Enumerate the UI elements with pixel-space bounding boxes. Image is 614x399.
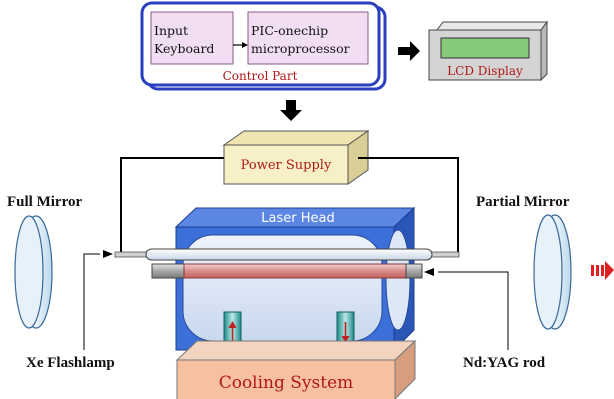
cooling-system: Cooling System (175, 339, 417, 399)
partial-mirror-label: Partial Mirror (476, 194, 570, 210)
lcd-display: LCD Display (428, 20, 548, 82)
input-keyboard-line2: Keyboard (154, 41, 214, 56)
pic-line2: microprocessor (251, 41, 350, 56)
ndyag-rod-label: Nd:YAG rod (463, 355, 546, 371)
wire-right (358, 157, 459, 254)
flashlamp-pointer (83, 253, 100, 350)
laser-head-label: Laser Head (261, 211, 334, 226)
input-keyboard-line1: Input (154, 23, 188, 38)
ndyag-rod (151, 263, 423, 279)
laser-output-arrow-icon (591, 261, 614, 280)
pic-microprocessor-box (247, 11, 369, 65)
laser-head: Laser Head (174, 206, 416, 352)
ndyag-pointer (438, 271, 509, 350)
arrow-down-icon (280, 100, 302, 121)
lcd-screen (440, 37, 530, 59)
control-part-label: Control Part (223, 69, 298, 83)
pic-line1: PIC-onechip (251, 23, 328, 38)
full-mirror (14, 215, 53, 329)
power-supply: Power Supply (222, 130, 370, 185)
arrow-right-icon (103, 250, 113, 258)
xe-flashlamp (114, 248, 460, 261)
input-keyboard-box (150, 11, 234, 65)
lcd-display-label: LCD Display (447, 64, 523, 78)
arrow-right-icon (242, 42, 248, 48)
xe-flashlamp-label: Xe Flashlamp (26, 355, 115, 371)
control-part: Input Keyboard PIC-onechip microprocesso… (140, 1, 387, 91)
wire-left (120, 157, 224, 254)
arrow-right-icon (398, 41, 420, 61)
arrow-up-icon (228, 321, 237, 328)
cooling-system-label: Cooling System (219, 373, 354, 393)
arrow-left-icon (424, 268, 434, 276)
arrow-down-icon (341, 336, 350, 343)
partial-mirror (533, 214, 572, 330)
power-supply-label: Power Supply (241, 158, 332, 173)
full-mirror-label: Full Mirror (7, 194, 82, 210)
